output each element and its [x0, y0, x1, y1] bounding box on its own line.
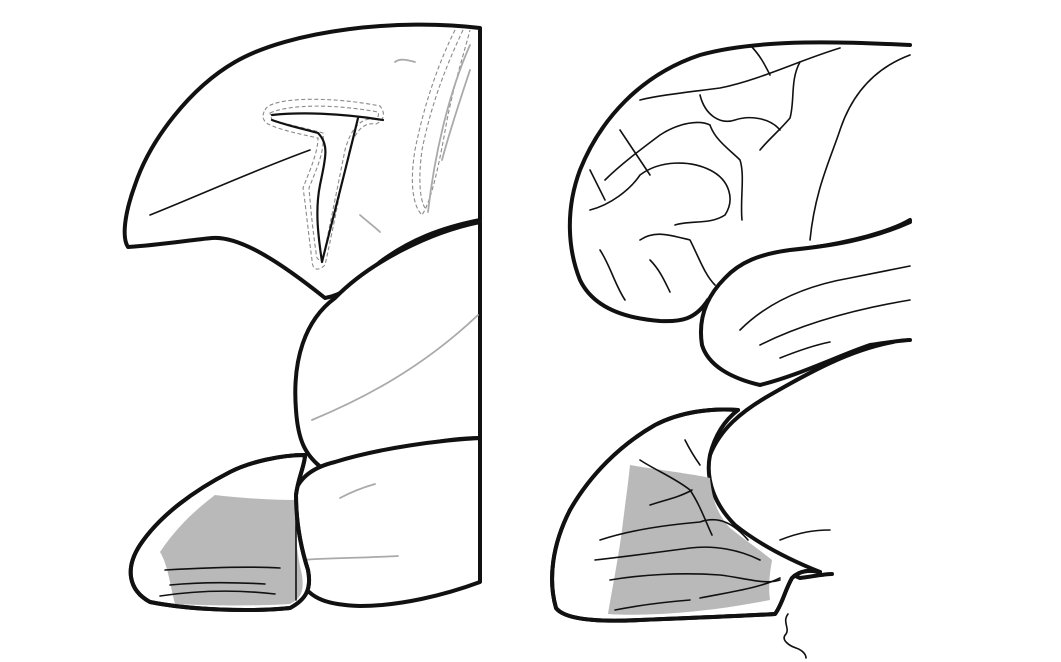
left-faint-sulcus-2	[394, 58, 416, 63]
right-sulcus-8	[699, 94, 781, 131]
right-highlight-sulcus-4	[609, 573, 781, 583]
left-highlight-sulcus-3	[169, 581, 266, 586]
left-highlighted-region	[160, 495, 303, 606]
right-highlight-sulcus-3	[639, 459, 713, 536]
right-highlight-sulcus-2	[594, 546, 761, 561]
left-central-sulcus	[270, 112, 385, 264]
left-faint-sulcus-3	[359, 214, 381, 233]
left-highlighted-lobe-outline-redraw	[128, 453, 311, 612]
right-highlight-sulcus-1	[599, 518, 749, 541]
right-sulcus-11	[589, 169, 606, 201]
right-sulcus-1	[639, 47, 841, 101]
left-lateral-sulcus	[149, 149, 311, 216]
left-lower-lobe-sulcus-1	[339, 483, 376, 499]
right-sulcus-6	[639, 233, 716, 286]
right-highlight-sulcus-8	[614, 599, 691, 611]
left-faint-sulcus-1	[427, 44, 471, 213]
right-lower-sulcus-1	[779, 529, 831, 541]
right-nerve-squiggle	[783, 613, 807, 659]
right-sulcus-9	[619, 129, 651, 176]
right-highlight-sulcus-7	[684, 439, 701, 466]
right-highlight-sulcus-5	[649, 489, 693, 506]
left-middle-lobe-sulcus	[311, 314, 479, 421]
right-sulcus-10	[749, 44, 771, 76]
right-sulcus-3	[809, 54, 911, 241]
right-middle-lobe-outline	[698, 220, 912, 387]
right-sulcus-5	[589, 162, 731, 226]
right-middle-sulcus-2	[759, 299, 911, 346]
right-highlighted-lobe	[550, 407, 822, 623]
left-brain-panel	[122, 22, 482, 612]
left-faint-sulcus-4	[441, 69, 471, 161]
right-brain-panel	[550, 40, 912, 659]
right-highlighted-lobe-outline-redraw	[550, 407, 822, 623]
left-highlight-sulcus-2	[159, 590, 276, 597]
right-middle-sulcus-3	[779, 341, 831, 359]
right-sulcus-7	[599, 249, 626, 301]
left-lower-lobe-sulcus-2	[299, 555, 399, 561]
right-sulcus-4	[604, 121, 744, 221]
left-dashed-sulcus-inner	[269, 105, 380, 261]
right-middle-sulcus-1	[739, 265, 911, 331]
right-middle-lobe	[698, 220, 912, 387]
left-highlight-sulcus-1	[164, 566, 281, 571]
left-highlighted-lobe	[128, 453, 311, 612]
left-dashed-sulcus-outer	[262, 98, 385, 270]
right-sulcus-2	[759, 61, 801, 151]
right-highlight-sulcus-6	[699, 577, 781, 599]
right-sulcus-12	[649, 259, 671, 293]
left-dashed-vertical-inner	[419, 29, 464, 209]
